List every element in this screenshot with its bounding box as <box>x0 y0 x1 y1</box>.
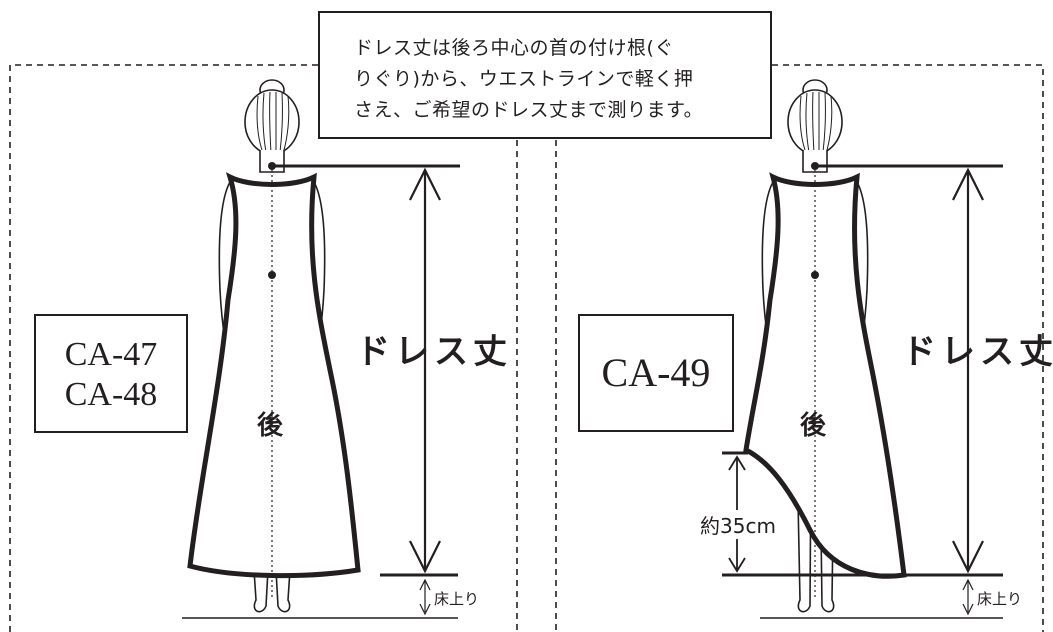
left-floor-label: 床上り <box>434 590 480 608</box>
hem-difference-label: 約35cm <box>698 510 778 539</box>
instruction-note: ドレス丈は後ろ中心の首の付け根(ぐ りぐり)から、ウエストラインで軽く押 さえ、… <box>318 11 772 139</box>
right-dress-length-label: ドレス丈 <box>902 332 1053 372</box>
right-floor-label: 床上り <box>977 590 1023 608</box>
model-code-ca49: CA-49 <box>601 350 711 395</box>
right-back-label: 後 <box>800 411 827 441</box>
right-model-code-box: CA-49 <box>578 314 734 432</box>
left-dress <box>187 172 361 579</box>
left-head <box>244 89 300 155</box>
note-line-3: さえ、ご希望のドレス丈まで測ります。 <box>354 99 704 121</box>
left-model-code-box: CA-47 CA-48 <box>34 314 188 433</box>
panel-frames <box>9 64 1044 632</box>
note-line-2: りぐり)から、ウエストラインで軽く押 <box>354 68 694 90</box>
model-code-ca48: CA-48 <box>64 376 158 413</box>
left-dress-length-label: ドレス丈 <box>356 332 512 372</box>
note-line-1: ドレス丈は後ろ中心の首の付け根(ぐ <box>354 37 674 59</box>
model-code-ca47: CA-47 <box>64 336 158 373</box>
left-figure <box>187 79 361 613</box>
left-back-label: 後 <box>257 411 284 441</box>
right-figure <box>743 79 907 613</box>
right-head <box>787 89 843 155</box>
left-measurement <box>182 164 460 619</box>
